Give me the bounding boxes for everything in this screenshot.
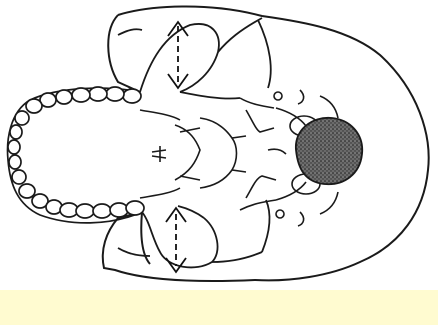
lower-measurement-arrow bbox=[166, 208, 186, 272]
foramen-magnum bbox=[296, 118, 362, 184]
upper-measurement-arrow bbox=[168, 22, 188, 88]
upper-zygomatic-arch bbox=[118, 18, 271, 99]
dental-arch bbox=[8, 87, 144, 223]
footer-band bbox=[0, 290, 438, 325]
